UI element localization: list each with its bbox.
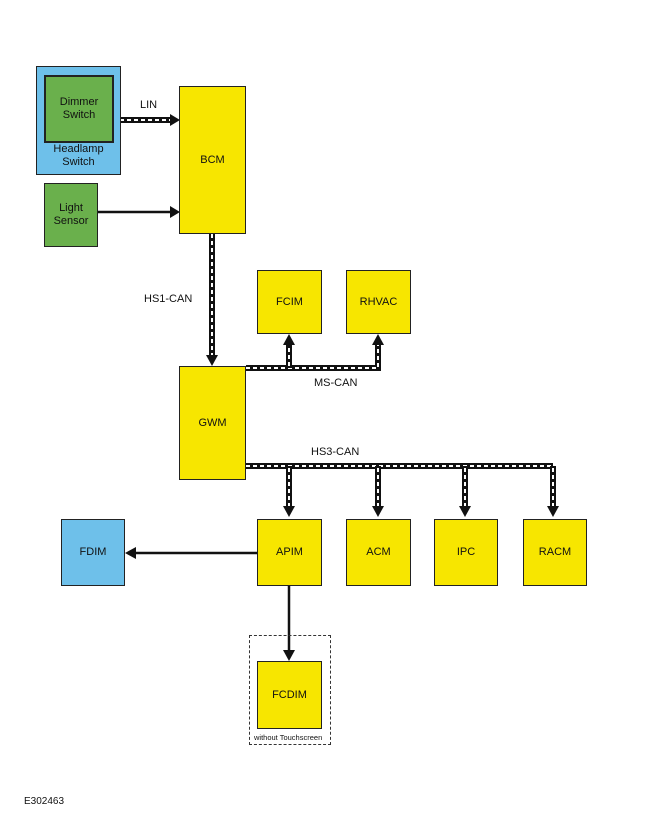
acm-module: ACM: [346, 519, 411, 586]
apim-module: APIM: [257, 519, 322, 586]
fcdim-module: FCDIM: [257, 661, 322, 729]
rhvac-module: RHVAC: [346, 270, 411, 334]
racm-module: RACM: [523, 519, 587, 586]
ms-can-bus-line: [246, 334, 384, 371]
apim-label: APIM: [276, 546, 303, 558]
lin-bus-label: LIN: [140, 99, 158, 111]
dimmer-switch-module: Dimmer Switch: [44, 75, 114, 143]
light-sensor-wire: [98, 206, 180, 218]
fcim-module: FCIM: [257, 270, 322, 334]
fdim-module: FDIM: [61, 519, 125, 586]
without-touchscreen-note: without Touchscreen: [254, 733, 323, 742]
hs3-can-bus-label: HS3-CAN: [311, 446, 360, 458]
figure-id: E302463: [24, 796, 65, 807]
acm-label: ACM: [366, 546, 391, 558]
fcdim-label: FCDIM: [272, 688, 307, 701]
light-sensor-module: Light Sensor: [44, 183, 98, 247]
bcm-module: BCM: [179, 86, 246, 234]
hs1-can-bus-line: [206, 234, 218, 366]
ipc-label: IPC: [456, 546, 476, 558]
headlamp-switch-label: Headlamp Switch: [53, 143, 104, 168]
dimmer-switch-label: Dimmer Switch: [59, 96, 99, 121]
rhvac-label: RHVAC: [359, 295, 398, 308]
hs3-can-bus-line: [246, 463, 559, 517]
ipc-module: IPC: [434, 519, 498, 586]
gwm-module: GWM: [179, 366, 246, 480]
hs1-can-bus-label: HS1-CAN: [144, 293, 193, 305]
lin-bus-line: [120, 114, 180, 126]
ms-can-bus-label: MS-CAN: [314, 377, 358, 389]
fcim-label: FCIM: [276, 295, 303, 308]
bcm-label: BCM: [200, 153, 225, 166]
fdim-label: FDIM: [79, 546, 107, 558]
gwm-label: GWM: [198, 416, 227, 429]
light-sensor-label: Light Sensor: [53, 202, 89, 227]
apim-to-fcdim-wire: [283, 586, 295, 661]
racm-label: RACM: [538, 546, 572, 558]
apim-to-fdim-wire: [125, 547, 257, 559]
without-touchscreen-option-frame: [249, 635, 331, 745]
